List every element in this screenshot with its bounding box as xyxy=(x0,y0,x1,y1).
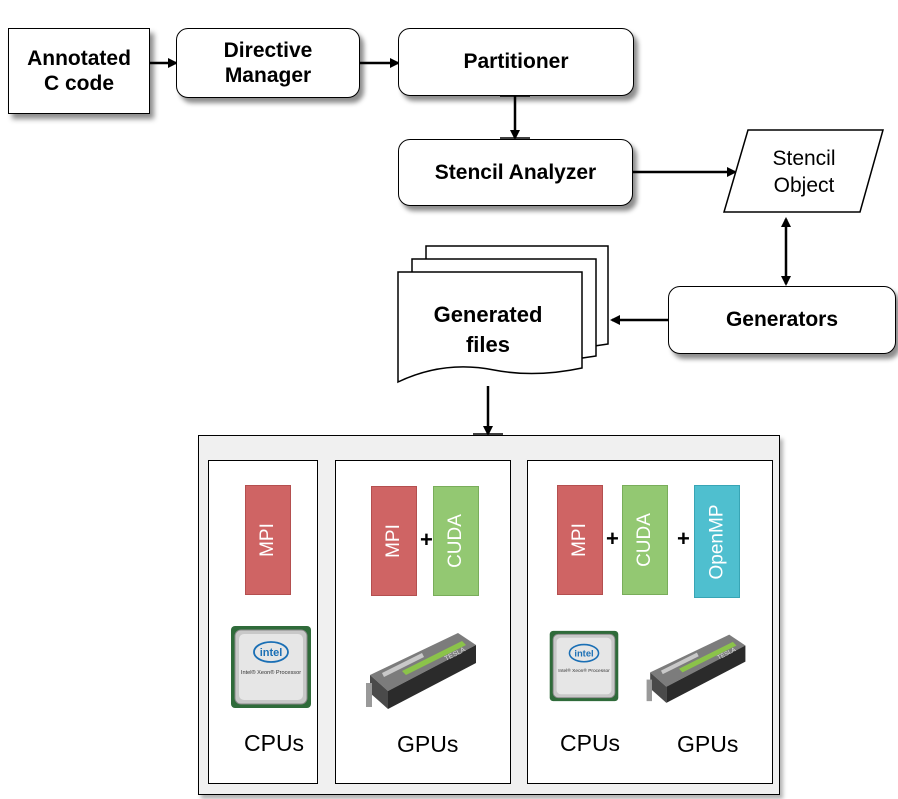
svg-text:intel: intel xyxy=(574,648,593,659)
generated-files-shape xyxy=(397,245,609,384)
directive-manager-box: Directive Manager xyxy=(176,28,360,98)
tesla-gpu-icon: TESLA xyxy=(366,633,476,709)
cpus-label: CPUs xyxy=(244,730,305,756)
partitioner-box: Partitioner xyxy=(398,28,634,96)
intel-xeon-chip-icon: intel Intel® Xeon® Processor xyxy=(549,630,619,702)
generated-files-label: Generated files xyxy=(433,302,543,357)
stencil-object-label: Stencil Object xyxy=(772,147,836,198)
generators-box: Generators xyxy=(668,286,896,354)
cpus-label: CPUs xyxy=(560,730,621,756)
stencil-object-shape xyxy=(722,129,884,213)
plus-sign: + xyxy=(420,527,433,552)
svg-text:intel: intel xyxy=(260,647,283,659)
gpu-panel xyxy=(335,460,511,784)
mpi-tag: MPI xyxy=(557,485,603,595)
stencil-analyzer-box: Stencil Analyzer xyxy=(398,139,633,206)
gpus-label: GPUs xyxy=(677,731,739,757)
svg-text:Intel® Xeon® Processor: Intel® Xeon® Processor xyxy=(558,667,610,674)
plus-sign: + xyxy=(606,526,619,551)
openmp-tag: OpenMP xyxy=(694,485,740,598)
cuda-tag: CUDA xyxy=(433,486,479,596)
cuda-tag: CUDA xyxy=(622,485,668,595)
mpi-tag: MPI xyxy=(371,486,417,596)
intel-xeon-chip-icon: intel Intel® Xeon® Processor xyxy=(231,626,311,708)
annotated-c-code-box: Annotated C code xyxy=(8,28,150,114)
svg-text:Intel® Xeon® Processor: Intel® Xeon® Processor xyxy=(241,669,301,676)
gpus-label: GPUs xyxy=(397,731,459,757)
plus-sign: + xyxy=(677,526,690,551)
tesla-gpu-icon: TESLA xyxy=(646,634,746,703)
mpi-tag: MPI xyxy=(245,485,291,595)
